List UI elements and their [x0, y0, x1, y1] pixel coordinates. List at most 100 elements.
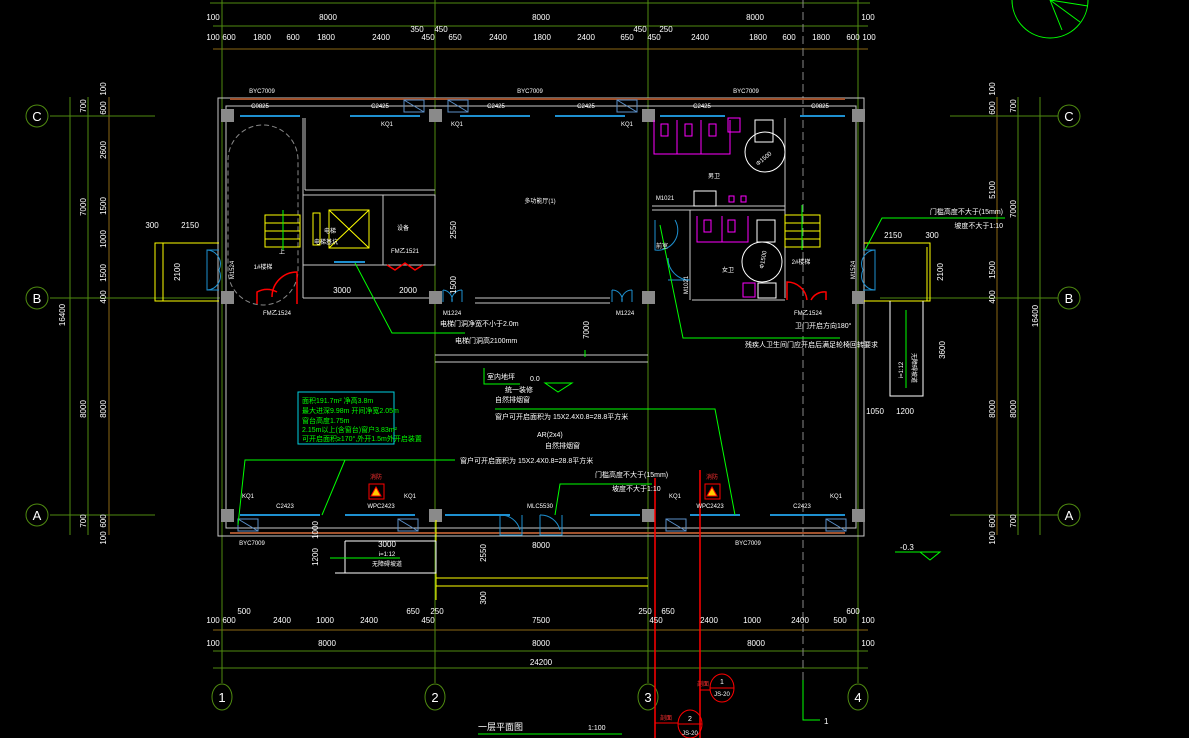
dimension-label: 1500 — [988, 261, 997, 279]
ac-unit-icons — [237, 99, 847, 532]
opening-label: BYC7009 — [517, 89, 543, 95]
outdoor-level-marker-icon — [918, 551, 942, 561]
info-box-line: 2.15m以上(含窗台)窗户3.83m² — [302, 425, 398, 434]
toilet-fixtures — [653, 117, 756, 298]
opening-label: C0825 — [811, 104, 829, 110]
dimension-label: 700 — [1009, 514, 1018, 528]
dimension-label: 450 — [649, 616, 663, 625]
dimension-label: 3000 — [333, 286, 351, 295]
dimension-label: 450 — [434, 25, 448, 34]
dimension-label: 250 — [430, 607, 444, 616]
section-mark-sheet: JS-20 — [714, 692, 730, 698]
dimension-label: 100 — [99, 82, 108, 96]
dimension-label: 2000 — [399, 286, 417, 295]
stair-up-label: 上 — [279, 248, 285, 256]
dimension-label: 300 — [145, 221, 159, 230]
opening-label: BYC7009 — [239, 541, 265, 547]
drawing-title: 一层平面图 — [478, 722, 523, 732]
dimension-label: 1800 — [253, 33, 271, 42]
outdoor-level-label: -0.3 — [900, 543, 914, 552]
warning-sign-icons — [368, 483, 721, 500]
front-ramp-word: 无障碍坡道 — [372, 560, 402, 568]
dimension-label: 8000 — [319, 13, 337, 22]
dimension-label: 450 — [647, 33, 661, 42]
opening-label: BYC7009 — [249, 89, 275, 95]
dimension-label: 2550 — [479, 544, 488, 562]
grid-bubbles — [25, 104, 1081, 711]
info-box-line: 窗台高度1.75m — [302, 416, 350, 425]
dimension-label: 7500 — [532, 616, 550, 625]
right-ramp-note: 门槛高度不大于(15mm) — [930, 207, 1003, 216]
dimension-label: 600 — [286, 33, 300, 42]
ramp-note: 坡度不大于1:10 — [612, 484, 661, 493]
room-label-stair-1: 1#楼梯 — [254, 263, 273, 271]
door-label: M1524 — [230, 260, 236, 279]
opening-label: C2425 — [487, 104, 505, 110]
dimension-label: 1500 — [449, 276, 458, 294]
dimension-label: 100 — [988, 531, 997, 545]
room-label-hall: 多功能厅(1) — [524, 197, 555, 205]
opening-label: KQ1 — [451, 122, 464, 128]
dimension-label: 8000 — [746, 13, 764, 22]
dimension-label: 650 — [620, 33, 634, 42]
ramp-word-label: 无障碍坡道 — [910, 353, 918, 383]
leader-lines — [237, 217, 1005, 526]
dimension-label: 450 — [421, 33, 435, 42]
section-mark-number: 1 — [720, 679, 724, 686]
opening-label: WPC2423 — [367, 504, 395, 510]
dimension-label: 500 — [237, 607, 251, 616]
level-marker-icon — [543, 382, 574, 393]
dimension-label: 8000 — [99, 400, 108, 418]
dimension-label: 100 — [206, 13, 220, 22]
level-value: 0.0 — [530, 376, 540, 383]
door-note: 残疾人卫生间门应开启后满足轮椅回转要求 — [745, 340, 878, 349]
grid-bubble-b-left: B — [33, 291, 42, 306]
opening-label: C2423 — [793, 504, 811, 510]
grid-lines — [50, 0, 1058, 720]
dimension-label: 100 — [861, 639, 875, 648]
floor-note: 自然排烟窗 — [495, 395, 530, 404]
stair-1 — [227, 124, 301, 306]
door-label: M1021 — [684, 275, 690, 294]
room-label-elevator-pit: 电梯基坑 — [314, 238, 338, 246]
dimension-label: 2150 — [884, 231, 902, 240]
room-label-toilet-m: 男卫 — [708, 173, 720, 180]
dimension-label: 2550 — [449, 221, 458, 239]
grid-bubble-b-right: B — [1065, 291, 1074, 306]
warning-label: 消防 — [706, 473, 718, 481]
section-mark-number: 2 — [688, 716, 692, 723]
door-label: FM乙1521 — [391, 248, 420, 255]
turning-circle-label: Φ1500 — [759, 250, 768, 270]
dimension-label: 650 — [448, 33, 462, 42]
dimension-label: 450 — [633, 25, 647, 34]
room-label-stair-2: 2#楼梯 — [792, 258, 811, 266]
dimension-label: 7000 — [1009, 200, 1018, 218]
opening-label: MLC5530 — [527, 504, 554, 510]
elevator-note: 电梯门洞高2100mm — [455, 336, 517, 345]
dimension-label: 100 — [99, 531, 108, 545]
grid-bubble-2: 2 — [431, 690, 438, 705]
dimension-label: 2600 — [99, 141, 108, 159]
dimension-label: 100 — [861, 13, 875, 22]
room-label-machine: 设备 — [397, 224, 409, 232]
walls — [217, 97, 865, 537]
dimension-label: 2400 — [360, 616, 378, 625]
dimension-label: 2400 — [273, 616, 291, 625]
grid-bubble-c-left: C — [32, 109, 41, 124]
door-label: M1021 — [656, 196, 675, 202]
elevator-shaft-icon — [312, 209, 370, 249]
right-ramp-note: 坡度不大于1:10 — [954, 221, 1003, 230]
door-label: FM乙1524 — [263, 310, 292, 317]
dimension-label: 100 — [206, 639, 220, 648]
smoke-note: 自然排烟窗 — [545, 441, 580, 450]
dimension-label: 2400 — [700, 616, 718, 625]
info-box-line: 最大进深9.98m 开间净宽2.05m — [302, 406, 399, 415]
dimension-label: 600 — [222, 33, 236, 42]
dimension-label: 600 — [99, 514, 108, 528]
porches — [154, 242, 931, 600]
match-line-label: 1 — [824, 717, 829, 726]
dimension-label: 1500 — [99, 197, 108, 215]
dimension-label: 1500 — [99, 264, 108, 282]
dimension-label: 2400 — [691, 33, 709, 42]
dimension-label: 600 — [988, 101, 997, 115]
